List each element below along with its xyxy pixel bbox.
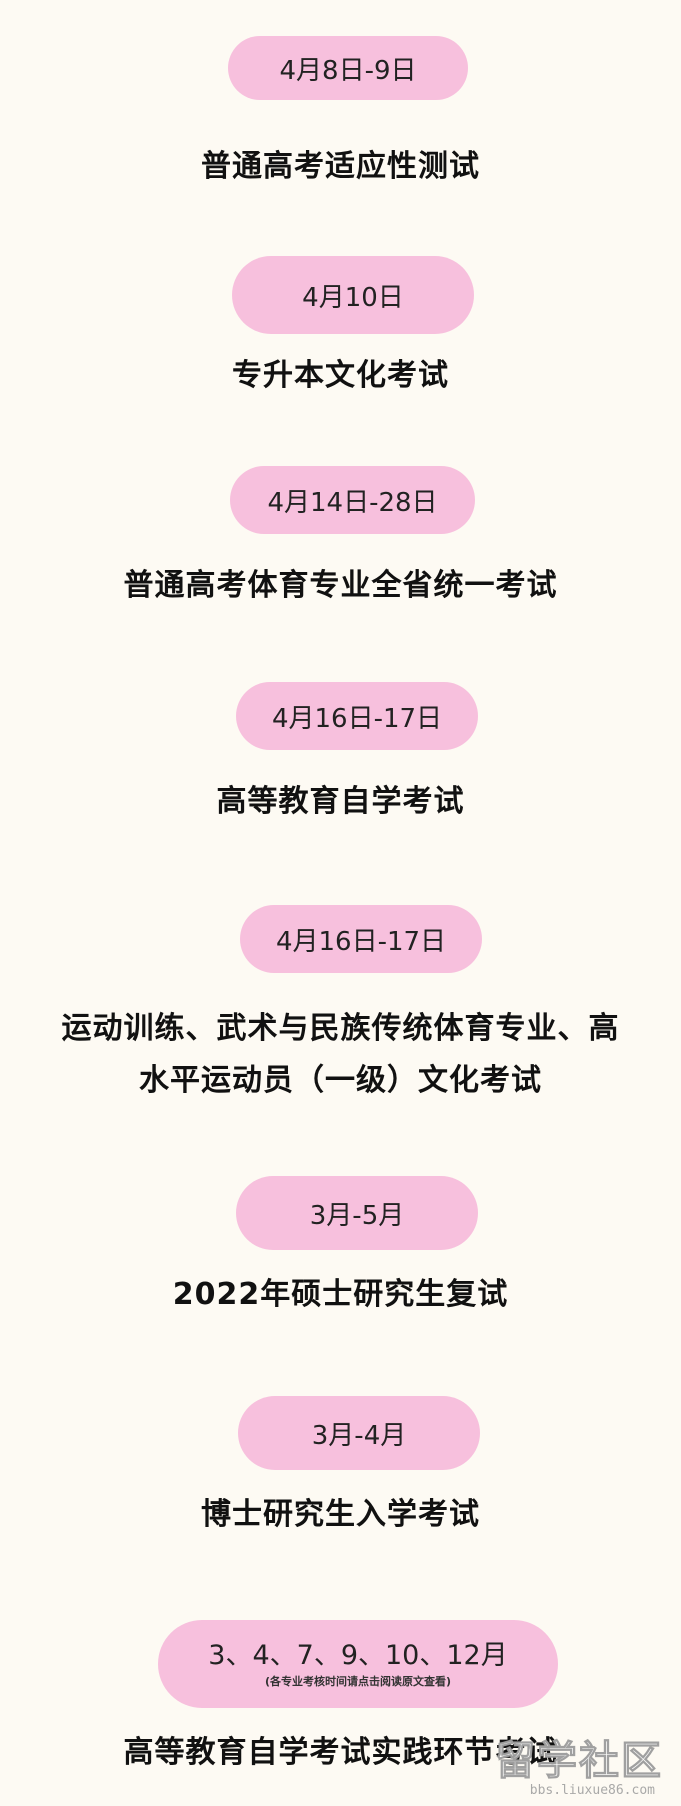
date-label: 4月14日-28日 — [267, 487, 438, 518]
event-title: 专升本文化考试 — [232, 358, 449, 393]
date-pill: 4月8日-9日 — [228, 36, 468, 100]
date-label: 3、4、7、9、10、12月 — [208, 1640, 508, 1671]
date-pill: 4月16日-17日 — [240, 905, 482, 973]
date-pill: 3月-4月 — [238, 1396, 480, 1470]
event-title: 高等教育自学考试实践环节考试 — [123, 1735, 558, 1770]
date-label: 4月8日-9日 — [279, 55, 417, 86]
date-pill: 4月16日-17日 — [236, 682, 478, 750]
date-pill: 3、4、7、9、10、12月 (各专业考核时间请点击阅读原文查看) — [158, 1620, 558, 1708]
event-title: 博士研究生入学考试 — [201, 1497, 480, 1532]
watermark-logo: 留学社区 bbs.liuxue86.com — [493, 1728, 663, 1799]
date-pill: 4月10日 — [232, 256, 474, 334]
event-title: 普通高考体育专业全省统一考试 — [123, 568, 558, 603]
date-label: 4月16日-17日 — [271, 703, 443, 734]
event-title: 水平运动员（一级）文化考试 — [139, 1063, 542, 1098]
event-title: 高等教育自学考试 — [216, 784, 465, 819]
date-label: 4月10日 — [302, 282, 404, 313]
date-label: 4月16日-17日 — [275, 926, 447, 957]
event-title: 2022年硕士研究生复试 — [172, 1277, 509, 1312]
date-pill: 4月14日-28日 — [230, 466, 475, 534]
date-label: 3月-4月 — [311, 1420, 407, 1451]
watermark-text: 留学社区 — [495, 1738, 663, 1785]
date-label: 3月-5月 — [309, 1200, 405, 1231]
date-note: (各专业考核时间请点击阅读原文查看) — [264, 1675, 452, 1688]
event-title: 运动训练、武术与民族传统体育专业、高 — [61, 1011, 620, 1046]
date-pill: 3月-5月 — [236, 1176, 478, 1250]
watermark-url: bbs.liuxue86.com — [529, 1783, 655, 1798]
event-title: 普通高考适应性测试 — [201, 149, 480, 184]
